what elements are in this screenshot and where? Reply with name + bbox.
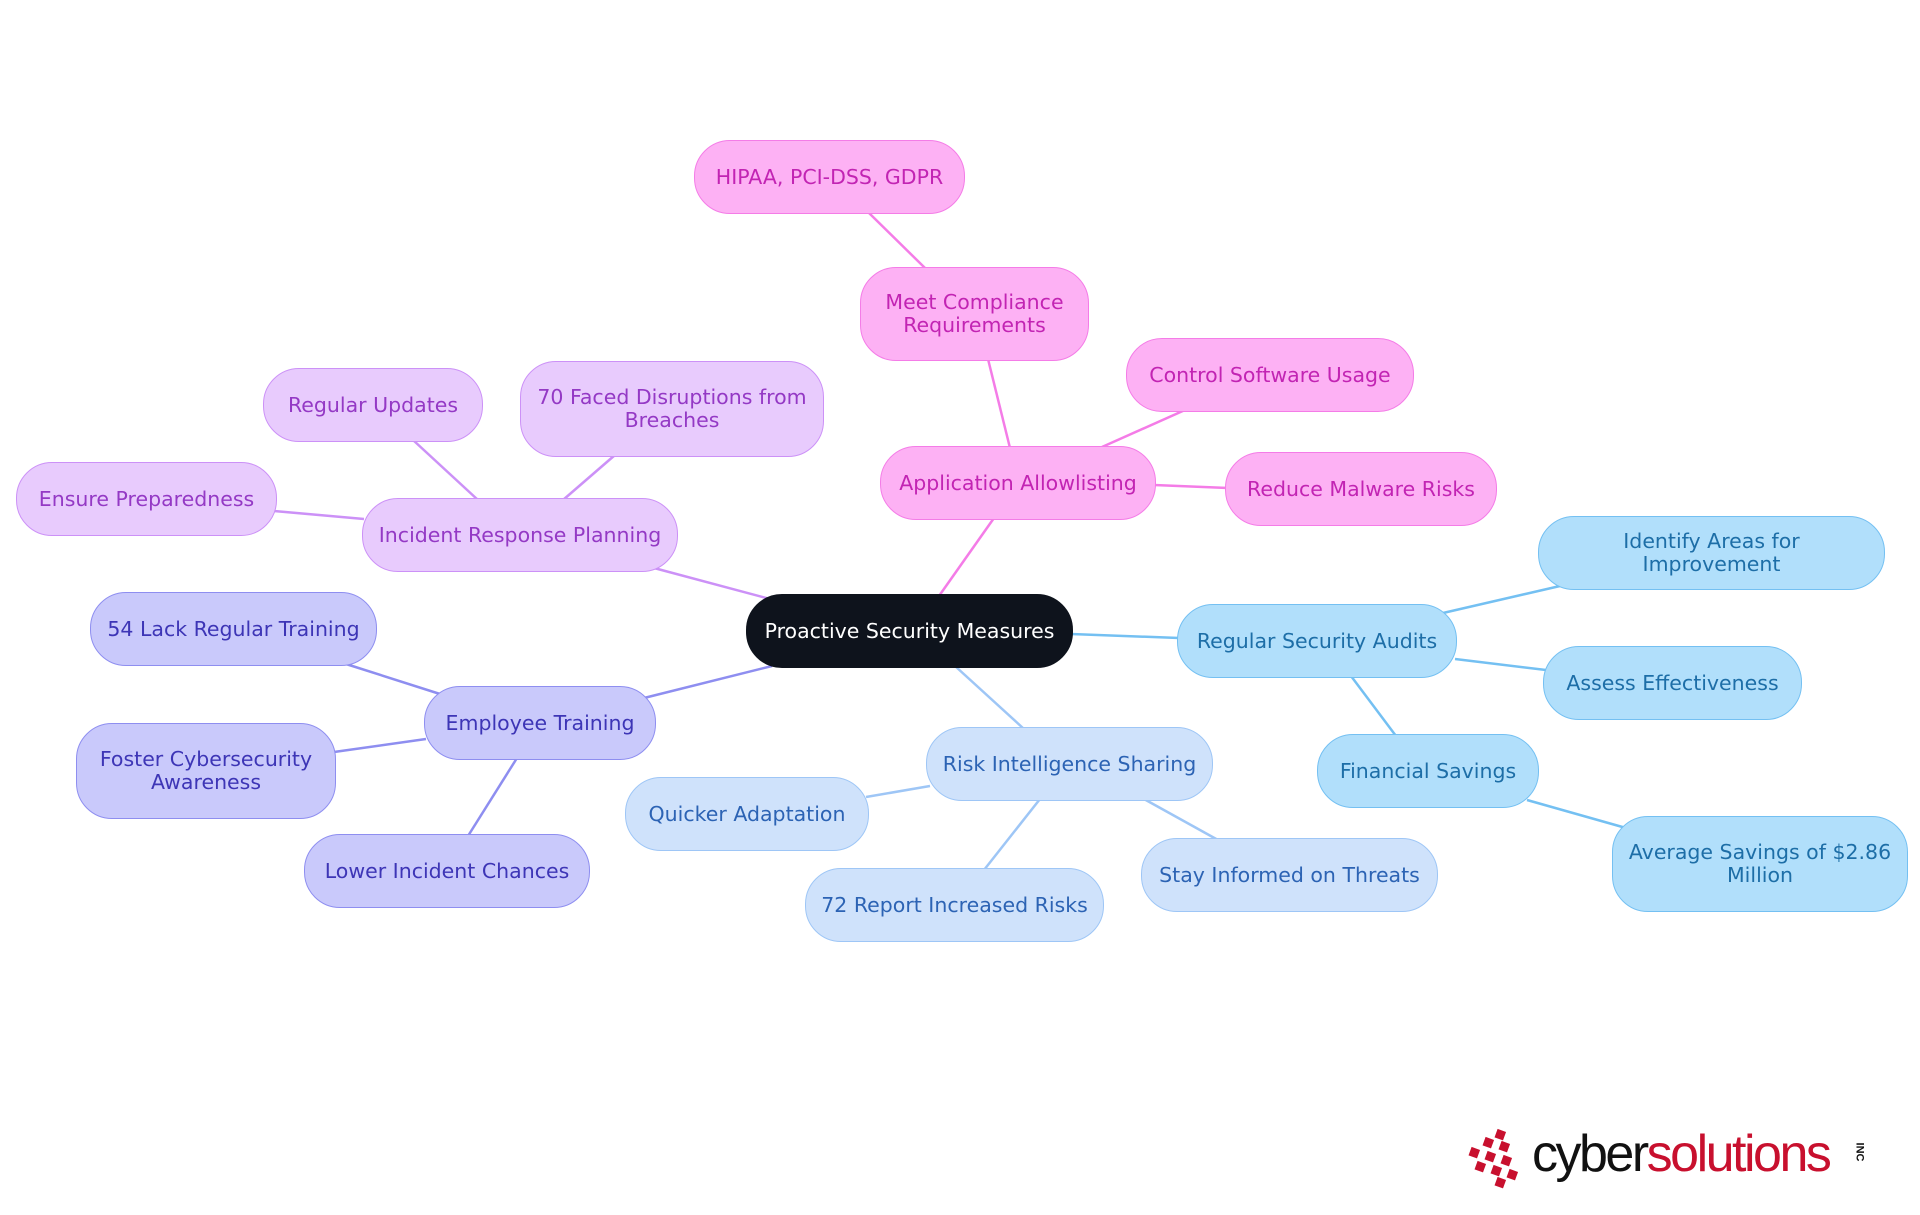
node-hipaa: HIPAA, PCI-DSS, GDPR xyxy=(694,140,965,214)
node-foster-awareness: Foster Cybersecurity Awareness xyxy=(76,723,336,819)
node-application-allowlisting: Application Allowlisting xyxy=(880,446,1156,520)
connector-training-lower xyxy=(466,757,519,837)
node-quicker-adaptation: Quicker Adaptation xyxy=(625,777,869,851)
connector-root-audits xyxy=(1070,632,1180,640)
connector-risk-quicker xyxy=(865,784,931,799)
node-meet-compliance: Meet Compliance Requirements xyxy=(860,267,1089,361)
node-identify-areas: Identify Areas for Improvement xyxy=(1538,516,1885,590)
node-average-savings: Average Savings of $2.86 Million xyxy=(1612,816,1908,912)
node-70-disruptions: 70 Faced Disruptions from Breaches xyxy=(520,361,824,457)
node-reduce-malware: Reduce Malware Risks xyxy=(1225,452,1497,526)
connector-risk-informed xyxy=(1143,797,1219,842)
node-incident-response: Incident Response Planning xyxy=(362,498,678,572)
connector-root-risk xyxy=(954,665,1025,730)
logo-mark-icon xyxy=(1468,1128,1519,1189)
node-lower-incident: Lower Incident Chances xyxy=(304,834,590,908)
connector-financial-avg xyxy=(1526,798,1627,830)
connector-risk-report xyxy=(983,798,1041,871)
node-regular-security-audits: Regular Security Audits xyxy=(1177,604,1457,678)
node-employee-training: Employee Training xyxy=(424,686,656,760)
node-stay-informed: Stay Informed on Threats xyxy=(1141,838,1438,912)
connector-root-incident xyxy=(653,566,771,601)
node-financial-savings: Financial Savings xyxy=(1317,734,1539,808)
connector-training-lack xyxy=(345,662,441,696)
connector-audits-assess xyxy=(1454,657,1547,672)
cybersolutions-logo: cybersolutions INC xyxy=(1460,1125,1880,1189)
connector-app-compliance xyxy=(986,358,1012,449)
node-control-software: Control Software Usage xyxy=(1126,338,1414,412)
connector-audits-financial xyxy=(1350,675,1397,737)
connector-incident-disruptions xyxy=(562,454,616,501)
node-regular-updates: Regular Updates xyxy=(263,368,483,442)
connector-root-training xyxy=(643,664,773,700)
logo-inc-label: INC xyxy=(1853,1142,1866,1162)
logo-text-solutions: solutions xyxy=(1646,1125,1832,1183)
connector-compliance-hipaa xyxy=(867,211,926,269)
connector-incident-prepared xyxy=(273,509,365,521)
connector-training-awareness xyxy=(333,737,427,754)
connector-root-app xyxy=(937,517,996,597)
connector-app-malware xyxy=(1153,483,1229,490)
root-node: Proactive Security Measures xyxy=(746,594,1073,668)
connector-audits-identify xyxy=(1442,584,1561,615)
node-risk-intelligence: Risk Intelligence Sharing xyxy=(926,727,1213,801)
connector-app-control xyxy=(1101,408,1186,449)
node-ensure-preparedness: Ensure Preparedness xyxy=(16,462,277,536)
connector-incident-updates xyxy=(412,439,479,501)
node-54-lack-training: 54 Lack Regular Training xyxy=(90,592,377,666)
logo-wordmark: cybersolutions xyxy=(1532,1124,1832,1184)
node-72-report-risks: 72 Report Increased Risks xyxy=(805,868,1104,942)
node-assess-effectiveness: Assess Effectiveness xyxy=(1543,646,1802,720)
logo-text-cyber: cyber xyxy=(1532,1125,1649,1183)
